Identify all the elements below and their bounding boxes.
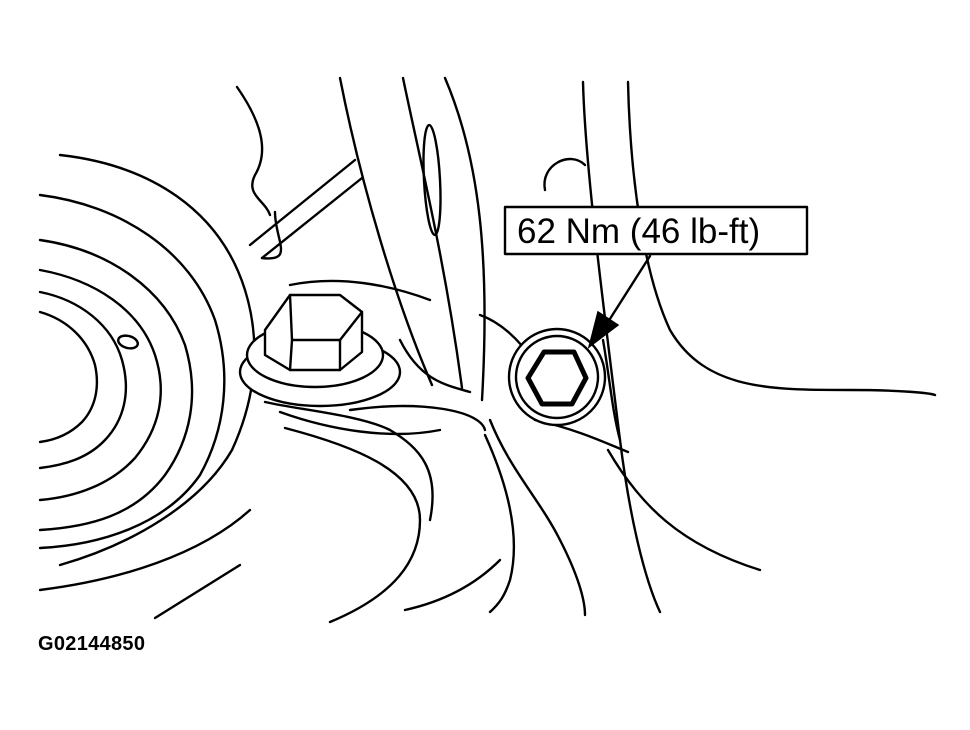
figure-id: G02144850 — [38, 633, 146, 655]
control-arm — [235, 76, 486, 402]
body-panel — [478, 80, 937, 614]
hex-socket-bolt-icon — [507, 327, 607, 427]
torque-label: 62 Nm (46 lb-ft) — [517, 212, 760, 251]
knuckle — [153, 400, 587, 624]
hub-assembly — [38, 153, 256, 592]
arrow-icon — [587, 254, 652, 349]
hex-bolt-icon — [238, 293, 402, 408]
torque-callout: 62 Nm (46 lb-ft) — [503, 205, 809, 349]
